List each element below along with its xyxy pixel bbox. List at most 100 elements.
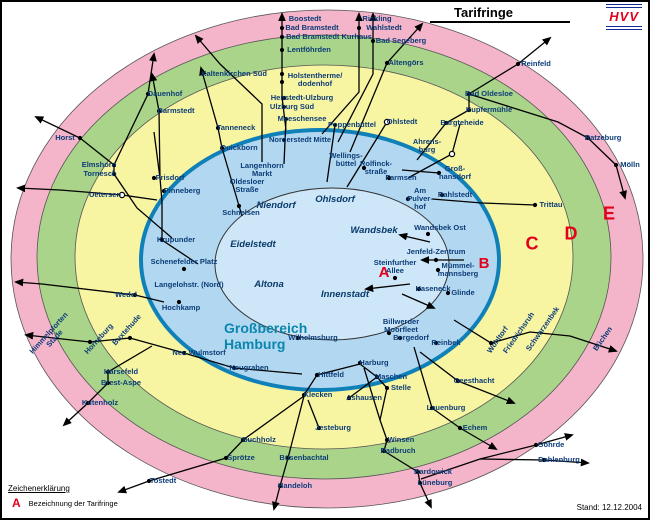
station-dot [279,34,285,40]
station-dot [145,91,151,97]
station-dot [416,286,422,292]
title-underline [430,21,570,23]
station-dot [281,104,287,110]
station-dot [295,335,301,341]
station-dot [105,380,111,386]
legend-heading: Zeichenerklärung [8,484,70,493]
station-dot [111,171,117,177]
station-dot [445,290,451,296]
transit-line [431,198,536,206]
station-dot [374,374,380,380]
station-dot [231,365,237,371]
transit-line [346,121,388,188]
station-dot [281,137,287,143]
transit-line [16,184,158,201]
transit-line [416,36,552,161]
station-dot [316,425,322,431]
station-dot [392,275,398,281]
station-dot [405,196,411,202]
map-date: Stand: 12.12.2004 [576,503,642,512]
transit-line [453,319,618,353]
station-dot [346,395,352,401]
station-dot [314,372,320,378]
station-dot [457,425,463,431]
station-dot [111,162,117,168]
station-dot [77,135,83,141]
station-dot [357,360,363,366]
station-dot [386,175,392,181]
station-dot [151,175,157,181]
transit-line [194,34,263,162]
hvv-logo: HVV [606,4,642,30]
station-dot [156,108,162,114]
station-dot [541,457,547,463]
station-dot [285,455,291,461]
station-dot [433,257,439,263]
transit-line [413,346,498,450]
transit-line [153,131,199,265]
station-dot-open [448,150,456,158]
ring-A [214,187,450,341]
station-dot [356,25,362,31]
station-dot [515,61,521,67]
transit-line [326,124,336,183]
station-dot [332,122,338,128]
station-dot-open [118,191,126,199]
station-dot [585,135,591,141]
station-dot [435,267,441,273]
station-dot [443,120,449,126]
transit-line [307,399,320,429]
station-dot [240,437,246,443]
station-dot [85,400,91,406]
station-dot [429,405,435,411]
station-dot [176,299,182,305]
transit-line [398,232,431,243]
station-dot [219,145,225,151]
station-dot [436,170,442,176]
legend: Zeichenerklärung A Bezeichnung der Tarif… [8,484,118,510]
station-dot [386,330,392,336]
station-dot [613,162,619,168]
station-dot [381,448,387,454]
station-dot [279,79,285,85]
station-dot [384,385,390,391]
station-dot [132,292,138,298]
hvv-logo-text: HVV [609,9,639,24]
station-dot [87,339,93,345]
station-dot [223,455,229,461]
station-dot [425,231,431,237]
station-dot [159,237,165,243]
transit-line [348,376,378,399]
station-dot [277,483,283,489]
station-dot [281,95,287,101]
station-dot [127,335,133,341]
station-dot [356,16,362,22]
station-dot [161,188,167,194]
station-dot [181,266,187,272]
station-dot [215,125,221,131]
transit-line [364,283,411,293]
legend-ring-symbol: A [12,496,21,510]
station-dot [417,480,423,486]
transit-line [24,331,303,375]
transit-line [272,395,305,511]
transit-line [337,12,377,143]
station-dot [236,203,242,209]
station-dot [532,202,538,208]
station-dot [533,442,539,448]
station-dot [466,107,472,113]
station-dot [384,60,390,66]
transit-line [401,293,436,309]
station-dot [370,38,376,44]
transit-line [321,12,363,135]
station-dot [283,116,289,122]
station-dot [279,71,285,77]
station-dot-open [383,118,391,126]
transit-line [199,66,243,217]
station-dot [279,16,285,22]
station-dot [384,437,390,443]
page-title: Tarifringe [454,5,513,20]
station-dot [433,340,439,346]
station-dot [279,25,285,31]
